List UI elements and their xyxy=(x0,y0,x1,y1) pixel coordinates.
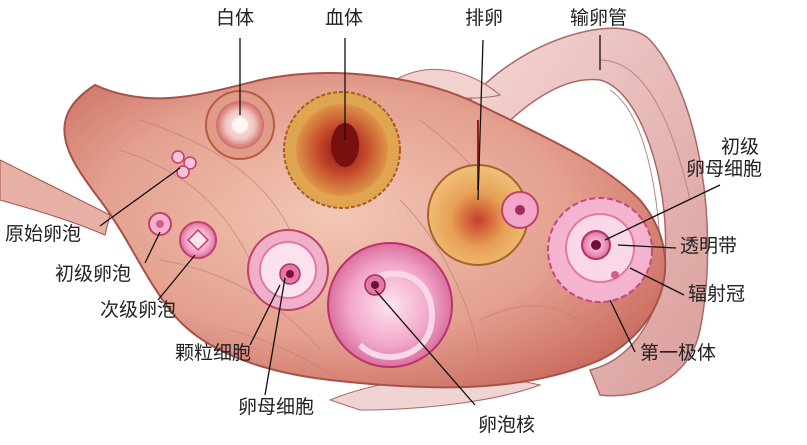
corpus-hemorrhagicum-shape xyxy=(284,92,400,208)
label-corpus-hemorrhagicum: 血体 xyxy=(325,8,363,30)
label-primary-oocyte-line1: 初级 xyxy=(718,137,762,159)
antral-follicle-shape xyxy=(328,243,452,367)
label-primary-follicle: 初级卵泡 xyxy=(55,264,131,286)
secondary-follicle-shape xyxy=(180,222,216,258)
label-follicle-nucleus: 卵泡核 xyxy=(478,415,535,437)
label-primordial-follicle: 原始卵泡 xyxy=(5,224,81,246)
label-zona-pellucida: 透明带 xyxy=(680,236,737,258)
label-corona-radiata: 辐射冠 xyxy=(688,284,745,306)
label-ovulation: 排卵 xyxy=(465,8,503,30)
label-primary-oocyte: 初级 卵母细胞 xyxy=(718,137,762,181)
label-secondary-follicle: 次级卵泡 xyxy=(100,300,176,322)
granulosa-follicle-shape xyxy=(248,230,328,310)
primary-follicle-shape xyxy=(149,213,171,235)
oocyte-corona-shape xyxy=(548,198,652,302)
label-oocyte: 卵母细胞 xyxy=(238,397,314,419)
label-corpus-albicans: 白体 xyxy=(216,8,254,30)
label-first-polar-body: 第一极体 xyxy=(640,343,716,365)
label-oviduct: 输卵管 xyxy=(570,8,627,30)
label-granulosa-cells: 颗粒细胞 xyxy=(175,343,251,365)
label-primary-oocyte-line2: 卵母细胞 xyxy=(686,159,762,181)
